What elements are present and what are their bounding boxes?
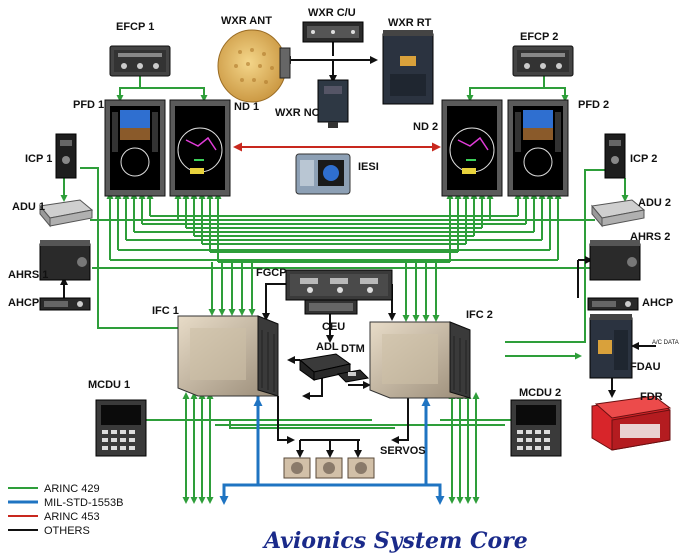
iesi — [295, 153, 351, 195]
legend-label-2: ARINC 453 — [44, 511, 100, 523]
label-pfd1: PFD 1 — [73, 99, 104, 111]
icp-2 — [604, 133, 626, 179]
other-links — [60, 42, 656, 458]
dtm — [336, 369, 370, 383]
mil-std-1553b-bus — [219, 396, 445, 505]
servos — [283, 457, 375, 479]
adu-1 — [39, 199, 94, 228]
label-servos: SERVOS — [380, 445, 426, 457]
label-adl: ADL — [316, 341, 339, 353]
label-ahrs1: AHRS 1 — [8, 269, 48, 281]
label-adu1: ADU 1 — [12, 201, 45, 213]
icp-1 — [55, 133, 77, 179]
label-mcdu1: MCDU 1 — [88, 379, 130, 391]
ahrs-1 — [39, 240, 91, 281]
fgcp — [285, 269, 393, 301]
label-iesi: IESI — [358, 161, 379, 173]
label-icp2: ICP 2 — [630, 153, 657, 165]
label-fgcp: FGCP — [256, 267, 287, 279]
label-ac-data: A/C DATA — [652, 340, 679, 346]
mcdu-1 — [95, 399, 147, 457]
label-ahrs2: AHRS 2 — [630, 231, 670, 243]
fdau — [589, 314, 633, 379]
wxr-antenna — [217, 29, 291, 103]
ahcp-left — [39, 297, 91, 311]
ahrs-2 — [589, 240, 641, 281]
label-wxr-nc: WXR NC — [275, 107, 320, 119]
arinc429-bus-lines — [60, 75, 629, 504]
label-fdr: FDR — [640, 391, 663, 403]
wxr-receiver-transmitter — [382, 30, 434, 105]
label-wxr-cu: WXR C/U — [308, 7, 356, 19]
label-wxr-rt: WXR RT — [388, 17, 432, 29]
label-efcp2: EFCP 2 — [520, 31, 558, 43]
efcp-1 — [109, 45, 171, 77]
label-ahcp-right: AHCP — [642, 297, 673, 309]
legend-label-0: ARINC 429 — [44, 483, 100, 495]
label-dtm: DTM — [341, 343, 365, 355]
nd-1 — [169, 99, 231, 197]
pfd-1 — [104, 99, 166, 197]
legend-label-1: MIL-STD-1553B — [44, 497, 123, 509]
label-adu2: ADU 2 — [638, 197, 671, 209]
ifc-2 — [369, 321, 471, 399]
diagram-title: Avionics System Core — [262, 528, 528, 554]
label-ifc2: IFC 2 — [466, 309, 493, 321]
label-fdau: FDAU — [630, 361, 661, 373]
label-ahcp-left: AHCP — [8, 297, 39, 309]
fdr — [591, 395, 672, 451]
label-mcdu2: MCDU 2 — [519, 387, 561, 399]
label-ceu: CEU — [322, 321, 345, 333]
mcdu-2 — [510, 399, 562, 457]
wxr-control-unit — [302, 21, 364, 43]
label-ifc1: IFC 1 — [152, 305, 179, 317]
label-nd2: ND 2 — [413, 121, 438, 133]
ifc-1 — [177, 315, 279, 397]
label-pfd2: PFD 2 — [578, 99, 609, 111]
pfd-2 — [507, 99, 569, 197]
label-icp1: ICP 1 — [25, 153, 52, 165]
ceu — [304, 299, 358, 315]
adu-2 — [591, 199, 646, 228]
label-nd1: ND 1 — [234, 101, 259, 113]
label-efcp1: EFCP 1 — [116, 21, 154, 33]
wxr-nc — [317, 79, 349, 128]
ahcp-right — [587, 297, 639, 311]
efcp-2 — [512, 45, 574, 77]
legend-label-3: OTHERS — [44, 525, 90, 537]
nd-2 — [441, 99, 503, 197]
label-wxr-ant: WXR ANT — [221, 15, 272, 27]
